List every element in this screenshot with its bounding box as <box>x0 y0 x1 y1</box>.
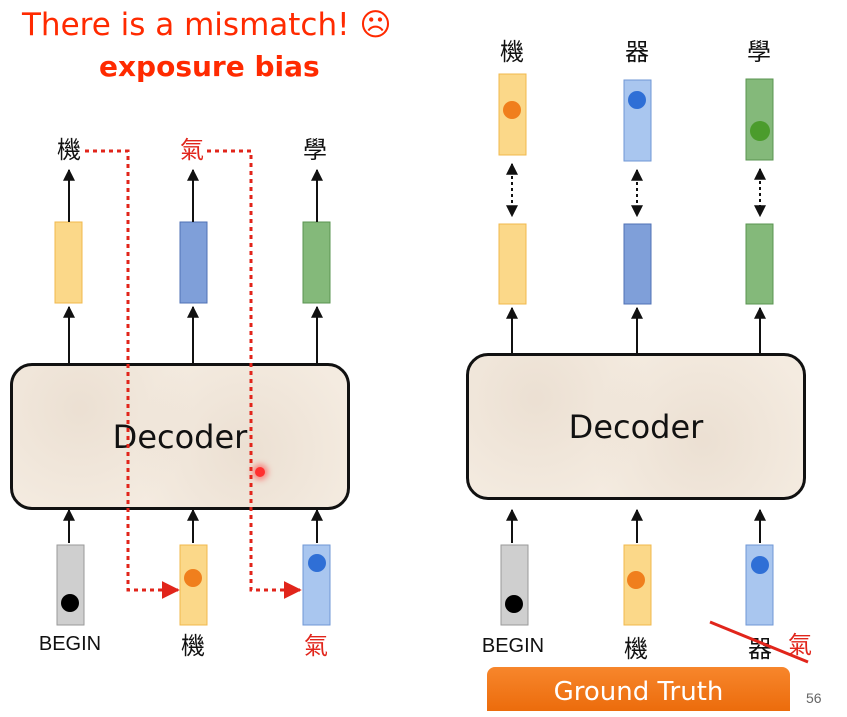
left-input-bars <box>56 544 331 626</box>
right-input-dot-orange <box>627 571 645 589</box>
right-input-dot-black <box>505 595 523 613</box>
right-input-dot-blue <box>751 556 769 574</box>
left-input-token-3: 氣 <box>304 632 328 660</box>
right-arrows-up <box>506 306 766 543</box>
right-input-label-begin: BEGIN <box>481 635 545 657</box>
right-decoder-label: Decoder <box>568 408 704 446</box>
left-input-dot-orange <box>184 569 202 587</box>
headline-line2: exposure bias <box>99 50 320 83</box>
left-decoder-label: Decoder <box>112 418 248 456</box>
right-target-dot-orange <box>503 101 521 119</box>
left-input-dot-blue <box>308 554 326 572</box>
headline-line1: There is a mismatch! ☹ <box>22 7 392 43</box>
right-decoder-box: Decoder <box>466 353 806 500</box>
right-input-token-2: 機 <box>624 635 648 663</box>
right-target-token-3: 學 <box>747 38 771 66</box>
left-output-token-3: 學 <box>303 136 327 164</box>
feedback-arrow-2 <box>207 149 302 599</box>
left-decoder-box: Decoder <box>10 363 350 510</box>
right-target-dot-green <box>750 121 770 141</box>
right-output-bar-blue <box>623 223 652 305</box>
strike-through-line <box>709 620 809 664</box>
right-target-bar-green <box>745 78 774 161</box>
left-input-label-begin: BEGIN <box>38 633 102 655</box>
right-output-bars <box>498 223 774 305</box>
right-target-bar-blue <box>623 79 652 162</box>
pointer-dot <box>255 467 265 477</box>
feedback-arrow-1 <box>85 149 180 599</box>
right-dotted-double-arrows <box>506 162 766 218</box>
ground-truth-banner: Ground Truth <box>487 667 790 711</box>
page-number: 56 <box>806 690 822 706</box>
left-output-token-1: 機 <box>57 136 81 164</box>
left-output-token-2: 氣 <box>180 136 204 164</box>
left-input-bar-blue <box>302 544 331 626</box>
left-output-bar-yellow <box>54 221 83 304</box>
right-output-bar-yellow <box>498 223 527 305</box>
right-output-bar-green <box>745 223 774 305</box>
right-target-token-1: 機 <box>500 38 524 66</box>
left-arrows-up <box>63 168 323 543</box>
left-input-token-2: 機 <box>181 632 205 660</box>
headline: There is a mismatch! ☹ exposure bias <box>22 4 442 88</box>
left-output-bar-green <box>302 221 331 304</box>
right-target-token-2: 器 <box>625 38 649 66</box>
left-output-bars <box>54 221 331 304</box>
right-target-bars <box>498 73 774 162</box>
left-input-dot-black <box>61 594 79 612</box>
right-input-bars <box>500 544 774 626</box>
right-target-dot-blue <box>628 91 646 109</box>
